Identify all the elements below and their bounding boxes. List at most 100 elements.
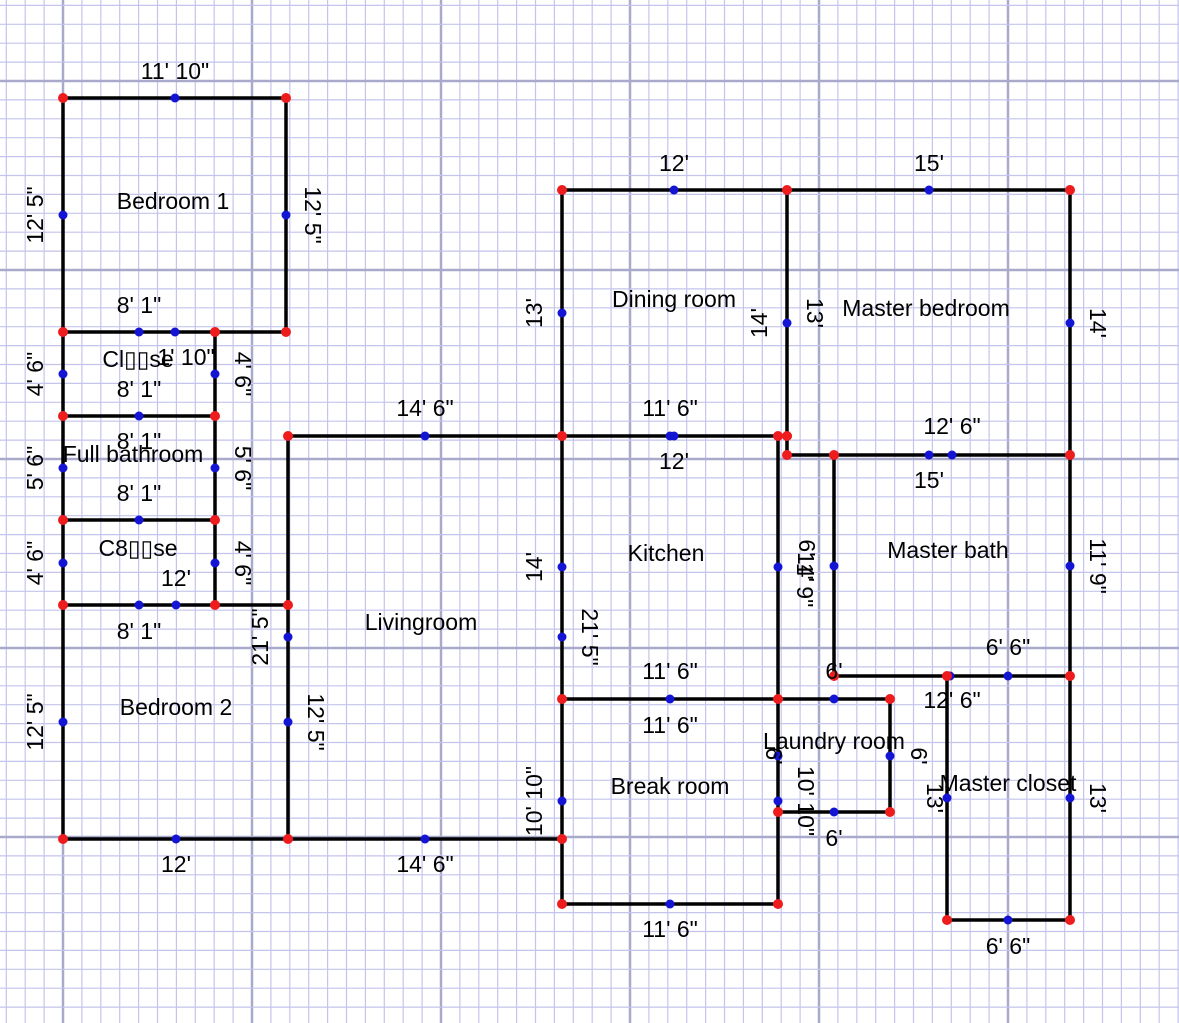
corner-handle[interactable] xyxy=(58,515,68,525)
corner-handle[interactable] xyxy=(283,431,293,441)
corner-handle[interactable] xyxy=(782,431,792,441)
corner-handle[interactable] xyxy=(557,431,567,441)
midpoint-handle[interactable] xyxy=(829,561,839,571)
corner-handle[interactable] xyxy=(829,671,839,681)
corner-handle[interactable] xyxy=(210,327,220,337)
midpoint-handle[interactable] xyxy=(134,327,144,337)
midpoint-handle[interactable] xyxy=(773,562,783,572)
midpoint-handle[interactable] xyxy=(58,558,68,568)
midpoint-handle[interactable] xyxy=(134,600,144,610)
corner-handle[interactable] xyxy=(58,411,68,421)
room-label-break-room: Break room xyxy=(611,773,730,799)
midpoint-handle[interactable] xyxy=(947,450,957,460)
corner-handle[interactable] xyxy=(773,431,783,441)
midpoint-handle[interactable] xyxy=(58,369,68,379)
vertex-markers xyxy=(58,93,1075,925)
corner-handle[interactable] xyxy=(283,600,293,610)
dim-label-mbath-bottom: 6' 6" xyxy=(986,634,1031,660)
midpoint-handle[interactable] xyxy=(283,717,293,727)
midpoint-handle[interactable] xyxy=(669,185,679,195)
room-label-master-bedroom: Master bedroom xyxy=(842,295,1009,321)
midpoint-handle[interactable] xyxy=(924,450,934,460)
corner-handle[interactable] xyxy=(782,185,792,195)
midpoint-handle[interactable] xyxy=(669,431,679,441)
midpoint-handle[interactable] xyxy=(171,834,181,844)
corner-handle[interactable] xyxy=(58,93,68,103)
midpoint-handle[interactable] xyxy=(283,632,293,642)
corner-handle[interactable] xyxy=(773,694,783,704)
corner-handle[interactable] xyxy=(210,600,220,610)
midpoint-handle[interactable] xyxy=(924,185,934,195)
corner-handle[interactable] xyxy=(557,185,567,195)
corner-handle[interactable] xyxy=(942,671,952,681)
midpoint-handle[interactable] xyxy=(557,562,567,572)
midpoint-handle[interactable] xyxy=(557,632,567,642)
dim-label-closet2-inner: 12' xyxy=(161,565,191,591)
midpoint-handle[interactable] xyxy=(58,717,68,727)
room-label-master-closet: Master closet xyxy=(940,770,1077,796)
corner-handle[interactable] xyxy=(1065,185,1075,195)
corner-handle[interactable] xyxy=(1065,450,1075,460)
dim-label-bath-right: 5' 6" xyxy=(230,446,256,491)
dim-label-kitchen-right-overlap: 6' xyxy=(794,539,820,556)
corner-handle[interactable] xyxy=(885,807,895,817)
corner-handle[interactable] xyxy=(281,93,291,103)
midpoint-handle[interactable] xyxy=(420,834,430,844)
midpoint-handle[interactable] xyxy=(1065,318,1075,328)
corner-handle[interactable] xyxy=(283,834,293,844)
midpoint-handle[interactable] xyxy=(58,463,68,473)
corner-handle[interactable] xyxy=(782,450,792,460)
corner-handle[interactable] xyxy=(557,694,567,704)
midpoint-handle[interactable] xyxy=(134,515,144,525)
corner-handle[interactable] xyxy=(58,327,68,337)
midpoint-handle[interactable] xyxy=(1003,915,1013,925)
corner-handle[interactable] xyxy=(557,834,567,844)
corner-handle[interactable] xyxy=(773,807,783,817)
midpoint-handle[interactable] xyxy=(665,694,675,704)
midpoint-handle[interactable] xyxy=(1065,561,1075,571)
midpoint-handle[interactable] xyxy=(773,751,783,761)
midpoint-handle[interactable] xyxy=(782,318,792,328)
midpoint-handle[interactable] xyxy=(171,600,181,610)
midpoint-handle[interactable] xyxy=(420,431,430,441)
corner-handle[interactable] xyxy=(885,694,895,704)
midpoint-handle[interactable] xyxy=(170,327,180,337)
room-label-livingroom: Livingroom xyxy=(365,609,478,635)
midpoint-handle[interactable] xyxy=(829,807,839,817)
corner-handle[interactable] xyxy=(942,915,952,925)
midpoint-handle[interactable] xyxy=(170,93,180,103)
dim-label-mcloset-left: 13' xyxy=(922,783,948,813)
midpoint-handle[interactable] xyxy=(829,694,839,704)
midpoint-handle[interactable] xyxy=(134,411,144,421)
midpoint-handle[interactable] xyxy=(281,210,291,220)
corner-handle[interactable] xyxy=(210,411,220,421)
midpoint-handle[interactable] xyxy=(1065,793,1075,803)
midpoint-handle[interactable] xyxy=(557,796,567,806)
midpoint-handle[interactable] xyxy=(58,210,68,220)
dim-label-break-right: 10' 10" xyxy=(793,766,819,836)
corner-handle[interactable] xyxy=(210,515,220,525)
corner-handle[interactable] xyxy=(281,327,291,337)
midpoint-handle[interactable] xyxy=(942,793,952,803)
midpoint-handle[interactable] xyxy=(210,463,220,473)
midpoint-handle[interactable] xyxy=(773,796,783,806)
dim-label-mbath-bottom-below: 12' 6" xyxy=(923,687,980,713)
corner-handle[interactable] xyxy=(58,600,68,610)
corner-handle[interactable] xyxy=(58,834,68,844)
corner-handle[interactable] xyxy=(829,450,839,460)
midpoint-handle[interactable] xyxy=(557,308,567,318)
midpoint-handle[interactable] xyxy=(210,369,220,379)
midpoint-handle[interactable] xyxy=(885,751,895,761)
midpoint-handle[interactable] xyxy=(210,558,220,568)
dimension-labels-vertical: 12' 5" 12' 5" 4' 6" 4' 6" 5' 6" 5' 6" 4'… xyxy=(22,186,1111,836)
dim-label-bed2-right-inner: 12' 5" xyxy=(303,693,329,750)
corner-handle[interactable] xyxy=(557,899,567,909)
corner-handle[interactable] xyxy=(773,899,783,909)
corner-handle[interactable] xyxy=(1065,671,1075,681)
corner-handle[interactable] xyxy=(1065,915,1075,925)
dim-label-break-top-below: 11' 6" xyxy=(642,712,698,738)
midpoint-handle[interactable] xyxy=(665,899,675,909)
midpoint-handle[interactable] xyxy=(1003,671,1013,681)
